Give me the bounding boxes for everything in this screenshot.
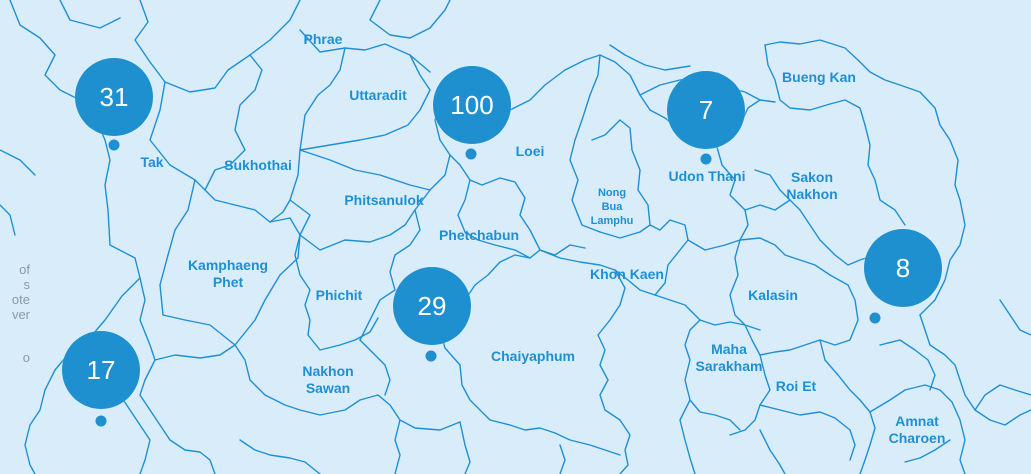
province-label-uttaradit[interactable]: Uttaradit — [349, 87, 407, 103]
province-label-line: Bua — [601, 201, 623, 213]
province-label-line: Sawan — [305, 380, 351, 396]
province-label-loei[interactable]: Loei — [515, 143, 545, 159]
location-dot-loei[interactable] — [465, 148, 477, 160]
province-label-khon-kaen[interactable]: Khon Kaen — [590, 266, 664, 282]
side-panel-fragment: ote — [11, 292, 30, 307]
province-label-tak[interactable]: Tak — [140, 154, 164, 170]
side-panel-fragment: of — [19, 262, 30, 277]
side-panel-fragment: s — [23, 277, 31, 292]
province-label-phichit[interactable]: Phichit — [315, 287, 363, 303]
province-label-amnat-charoen[interactable]: Amnat Charoen — [889, 413, 946, 447]
province-label-line: Maha — [711, 341, 747, 357]
province-label-nong-bua-lamphu[interactable]: Nong Bua Lamphu — [591, 186, 634, 228]
province-label-maha-sarakham[interactable]: Maha Sarakham — [696, 341, 763, 375]
cluster-marker-kamphaeng-phet[interactable]: 17 — [62, 331, 140, 409]
province-label-line: Phet — [212, 274, 244, 290]
province-label-nakhon-sawan[interactable]: Nakhon Sawan — [302, 363, 353, 397]
province-label-sakon-nakhon[interactable]: Sakon Nakhon — [786, 169, 837, 203]
province-label-kalasin[interactable]: Kalasin — [748, 287, 798, 303]
province-label-phetchabun[interactable]: Phetchabun — [438, 227, 520, 243]
province-label-line: Nakhon — [786, 186, 838, 202]
location-dot-tak[interactable] — [108, 139, 120, 151]
cluster-marker-phetchabun[interactable]: 29 — [393, 267, 471, 345]
province-label-sukhothai[interactable]: Sukhothai — [224, 157, 292, 173]
province-label-line: Sakon — [790, 169, 833, 185]
province-label-kamphaeng-phet[interactable]: Kamphaeng Phet — [188, 257, 268, 291]
province-label-roi-et[interactable]: Roi Et — [775, 378, 817, 394]
province-label-line: Charoen — [888, 430, 946, 446]
location-dot-phetchabun[interactable] — [425, 350, 437, 362]
province-label-line: Nakhon — [302, 363, 354, 379]
province-label-line: Sarakham — [695, 358, 763, 374]
province-label-chaiyaphum[interactable]: Chaiyaphum — [490, 348, 576, 364]
location-dot-sakon-nakhon[interactable] — [869, 312, 881, 324]
province-label-phitsanulok[interactable]: Phitsanulok — [344, 192, 424, 208]
cluster-marker-tak[interactable]: 31 — [75, 58, 153, 136]
province-label-line: Kamphaeng — [187, 257, 269, 273]
cluster-marker-loei[interactable]: 100 — [433, 66, 511, 144]
side-panel-fragment: ver — [11, 307, 30, 322]
province-label-udon-thani[interactable]: Udon Thani — [668, 168, 746, 184]
location-dot-kamphaeng-phet[interactable] — [95, 415, 107, 427]
cluster-marker-sakon-nakhon[interactable]: 8 — [864, 229, 942, 307]
province-label-phrae[interactable]: Phrae — [303, 31, 343, 47]
side-panel-fragment: o — [22, 350, 30, 365]
province-label-line: Lamphu — [590, 215, 634, 227]
province-label-line: Amnat — [895, 413, 939, 429]
location-dot-udon-thani[interactable] — [700, 153, 712, 165]
cluster-marker-udon-thani[interactable]: 7 — [667, 71, 745, 149]
province-label-line: Nong — [597, 187, 627, 199]
province-label-bueng-kan[interactable]: Bueng Kan — [782, 69, 856, 85]
side-panel-text: of s ote ver o — [0, 262, 30, 365]
